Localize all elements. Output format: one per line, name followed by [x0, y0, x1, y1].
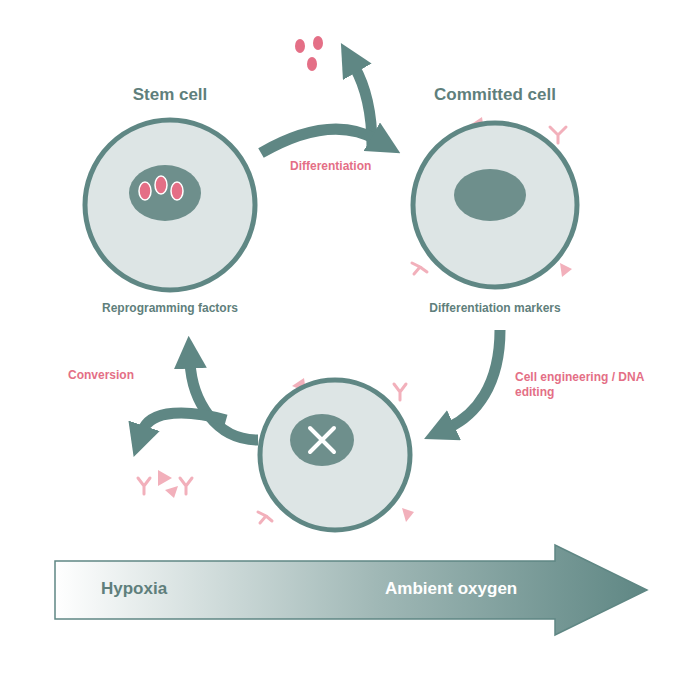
oxygen-arrow: Hypoxia Ambient oxygen	[55, 545, 647, 635]
cell-title: Stem cell	[75, 85, 265, 105]
conversion-arrow	[190, 362, 258, 440]
engineered-cell	[258, 378, 414, 530]
process-label: Conversion	[68, 368, 134, 383]
released-factors	[295, 36, 323, 71]
cell-node: Stem cellReprogramming factors	[75, 85, 265, 325]
cell-caption: Differentiation markers	[400, 301, 590, 315]
shed-arrow	[142, 413, 226, 432]
cell-caption: Reprogramming factors	[75, 301, 265, 315]
cell-node: Committed cellDifferentiation markers	[400, 85, 590, 325]
edge-label: Differentiation	[290, 159, 371, 174]
band-label: Hypoxia	[101, 579, 167, 599]
cell-title: Committed cell	[400, 85, 590, 105]
process-label: Cell engineering / DNA editing	[515, 370, 645, 400]
band-label: Ambient oxygen	[385, 579, 517, 599]
cell-outline	[75, 113, 265, 293]
engineering-arrow	[448, 330, 500, 428]
cell-outline	[400, 113, 590, 293]
process-arrow	[261, 129, 377, 153]
shed-markers	[138, 470, 192, 498]
